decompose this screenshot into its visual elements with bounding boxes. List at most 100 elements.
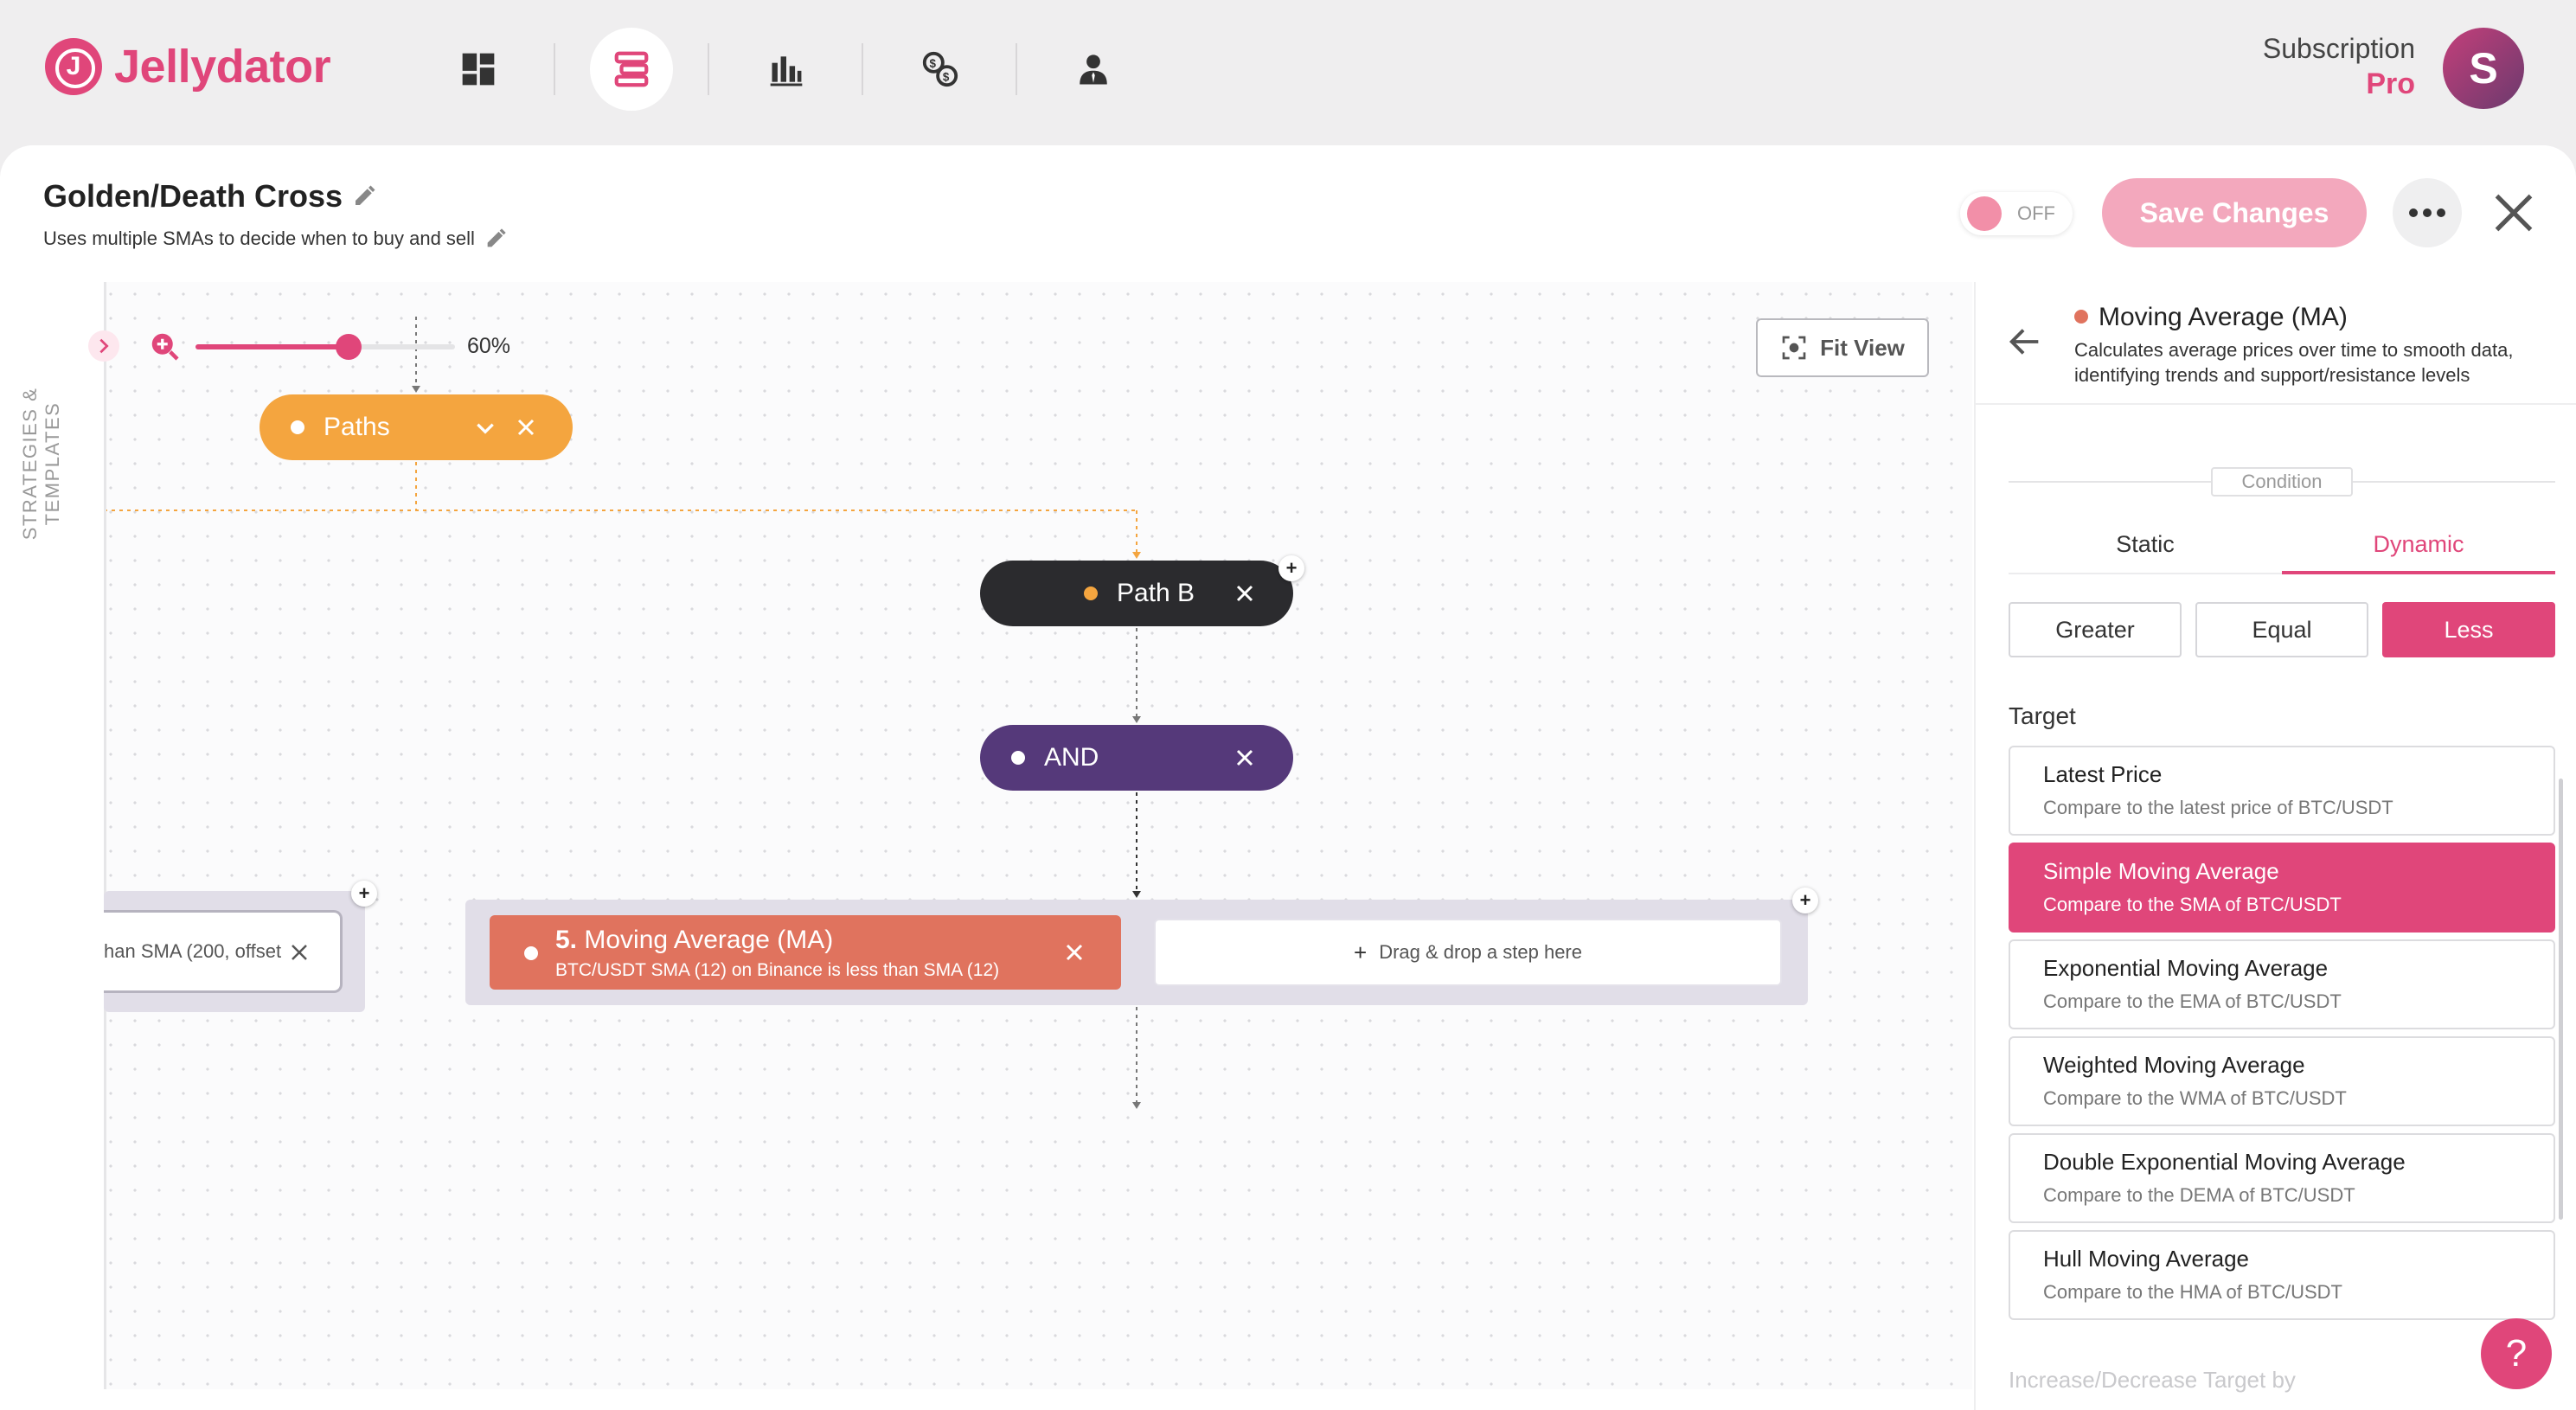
step-summary: BTC/USDT SMA (12) on Binance is less tha… bbox=[555, 960, 1000, 980]
user-avatar[interactable]: S bbox=[2443, 28, 2524, 109]
add-step-button[interactable]: + bbox=[1792, 888, 1818, 913]
edit-description-icon[interactable] bbox=[484, 227, 508, 251]
dashboard-icon bbox=[462, 53, 495, 86]
canvas-connectors bbox=[104, 317, 1141, 1109]
more-horizontal-icon bbox=[2409, 208, 2445, 217]
node-status-dot bbox=[524, 946, 538, 960]
subscription-label: Subscription bbox=[2262, 33, 2415, 64]
target-option-sma[interactable]: Simple Moving Average Compare to the SMA… bbox=[2009, 843, 2555, 933]
back-arrow-icon[interactable] bbox=[2005, 322, 2045, 362]
tab-dynamic[interactable]: Dynamic bbox=[2373, 531, 2464, 557]
step-drop-zone[interactable]: + Drag & drop a step here bbox=[1154, 919, 1782, 986]
comparator-equal[interactable]: Equal bbox=[2195, 602, 2368, 657]
fit-view-icon bbox=[1782, 336, 1806, 360]
nav-account[interactable] bbox=[1052, 28, 1135, 111]
target-option-latest-price[interactable]: Latest Price Compare to the latest price… bbox=[2009, 746, 2555, 836]
divider bbox=[1974, 403, 2576, 405]
tab-static[interactable]: Static bbox=[2116, 531, 2175, 557]
remove-node-icon[interactable] bbox=[516, 417, 536, 438]
close-editor-button[interactable] bbox=[2488, 187, 2540, 239]
templates-sidebar[interactable] bbox=[26, 282, 106, 1389]
option-title: Double Exponential Moving Average bbox=[2043, 1149, 2406, 1175]
step-status-dot bbox=[2074, 310, 2088, 324]
option-title: Simple Moving Average bbox=[2043, 858, 2279, 884]
svg-text:$: $ bbox=[930, 57, 937, 70]
step-number: 5. bbox=[555, 926, 578, 954]
nav-analytics[interactable] bbox=[745, 28, 828, 111]
fit-view-button[interactable]: Fit View bbox=[1756, 318, 1929, 377]
strategy-builder-icon bbox=[614, 51, 649, 87]
more-options-button[interactable] bbox=[2393, 178, 2462, 247]
save-changes-button[interactable]: Save Changes bbox=[2102, 178, 2367, 247]
path-b-node[interactable]: Path B bbox=[980, 561, 1293, 626]
logo-mark-icon: J bbox=[45, 38, 102, 95]
target-label: Target bbox=[2009, 702, 2076, 729]
settings-description: Calculates average prices over time to s… bbox=[2074, 339, 2514, 386]
option-title: Weighted Moving Average bbox=[2043, 1052, 2305, 1078]
target-option-dema[interactable]: Double Exponential Moving Average Compar… bbox=[2009, 1133, 2555, 1223]
nav-separator bbox=[1016, 43, 1017, 95]
condition-section-label: Condition bbox=[2211, 467, 2353, 497]
target-option-wma[interactable]: Weighted Moving Average Compare to the W… bbox=[2009, 1036, 2555, 1126]
target-option-hma[interactable]: Hull Moving Average Compare to the HMA o… bbox=[2009, 1230, 2555, 1320]
option-title: Exponential Moving Average bbox=[2043, 955, 2329, 981]
node-status-dot bbox=[1084, 586, 1098, 600]
toggle-state: OFF bbox=[2017, 202, 2055, 224]
next-section-label: Increase/Decrease Target by bbox=[2009, 1367, 2296, 1393]
plus-icon: + bbox=[1354, 939, 1368, 965]
node-status-dot bbox=[291, 420, 304, 434]
svg-text:$: $ bbox=[943, 70, 950, 83]
drop-zone-label: Drag & drop a step here bbox=[1379, 941, 1582, 963]
active-tab-indicator bbox=[2282, 571, 2555, 574]
remove-node-icon[interactable] bbox=[1234, 747, 1255, 768]
nav-separator bbox=[554, 43, 555, 95]
strategy-title: Golden/Death Cross bbox=[43, 178, 377, 215]
target-option-ema[interactable]: Exponential Moving Average Compare to th… bbox=[2009, 939, 2555, 1029]
chevron-down-icon[interactable] bbox=[474, 417, 497, 439]
paths-node-label: Paths bbox=[324, 413, 390, 441]
strategy-canvas[interactable] bbox=[26, 282, 1972, 1389]
option-subtitle: Compare to the EMA of BTC/USDT bbox=[2043, 990, 2342, 1012]
nav-strategy-builder[interactable] bbox=[590, 28, 673, 111]
subscription-plan[interactable]: Pro bbox=[2366, 67, 2415, 100]
option-title: Hull Moving Average bbox=[2043, 1246, 2249, 1272]
app-logo[interactable]: J Jellydator bbox=[45, 38, 331, 95]
exchange-icon: $$ bbox=[922, 51, 958, 87]
chevron-right-icon bbox=[99, 338, 109, 354]
add-step-button[interactable]: + bbox=[351, 881, 377, 907]
templates-sidebar-label[interactable]: STRATEGIES & TEMPLATES bbox=[19, 387, 63, 541]
edit-name-icon[interactable] bbox=[351, 183, 377, 209]
step-card-partial[interactable]: han SMA (200, offset bbox=[104, 910, 343, 993]
settings-title: Moving Average (MA) bbox=[2099, 303, 2348, 331]
comparator-less[interactable]: Less bbox=[2382, 602, 2555, 657]
remove-node-icon[interactable] bbox=[1234, 583, 1255, 604]
strategy-description-text: Uses multiple SMAs to decide when to buy… bbox=[43, 228, 475, 249]
path-b-node-label: Path B bbox=[1117, 579, 1195, 607]
fit-view-label: Fit View bbox=[1820, 334, 1905, 361]
remove-step-icon[interactable] bbox=[1064, 942, 1085, 963]
remove-step-icon[interactable] bbox=[289, 942, 310, 963]
expand-sidebar-button[interactable] bbox=[88, 330, 119, 362]
strategy-description: Uses multiple SMAs to decide when to buy… bbox=[43, 227, 508, 251]
step-name: Moving Average (MA) bbox=[584, 926, 834, 954]
help-button[interactable]: ? bbox=[2481, 1318, 2552, 1389]
strategy-active-toggle[interactable]: OFF bbox=[1960, 192, 2073, 235]
comparator-greater[interactable]: Greater bbox=[2009, 602, 2182, 657]
moving-average-step[interactable]: 5. Moving Average (MA) BTC/USDT SMA (12)… bbox=[490, 915, 1121, 990]
zoom-level: 60% bbox=[467, 334, 511, 358]
and-node[interactable]: AND bbox=[980, 725, 1293, 791]
user-icon bbox=[1080, 54, 1107, 85]
bar-chart-icon bbox=[770, 56, 803, 87]
settings-scrollbar[interactable] bbox=[2559, 779, 2563, 1220]
nav-exchange[interactable]: $$ bbox=[899, 28, 982, 111]
option-subtitle: Compare to the WMA of BTC/USDT bbox=[2043, 1087, 2347, 1109]
add-path-button[interactable]: + bbox=[1278, 555, 1304, 581]
nav-dashboard[interactable] bbox=[437, 28, 520, 111]
option-subtitle: Compare to the latest price of BTC/USDT bbox=[2043, 797, 2393, 818]
step-card-partial-text: han SMA (200, offset bbox=[104, 940, 282, 962]
option-subtitle: Compare to the HMA of BTC/USDT bbox=[2043, 1281, 2342, 1303]
option-title: Latest Price bbox=[2043, 761, 2163, 787]
zoom-in-icon[interactable] bbox=[149, 330, 180, 362]
zoom-slider-handle[interactable] bbox=[336, 334, 362, 360]
paths-node[interactable]: Paths bbox=[260, 394, 573, 460]
